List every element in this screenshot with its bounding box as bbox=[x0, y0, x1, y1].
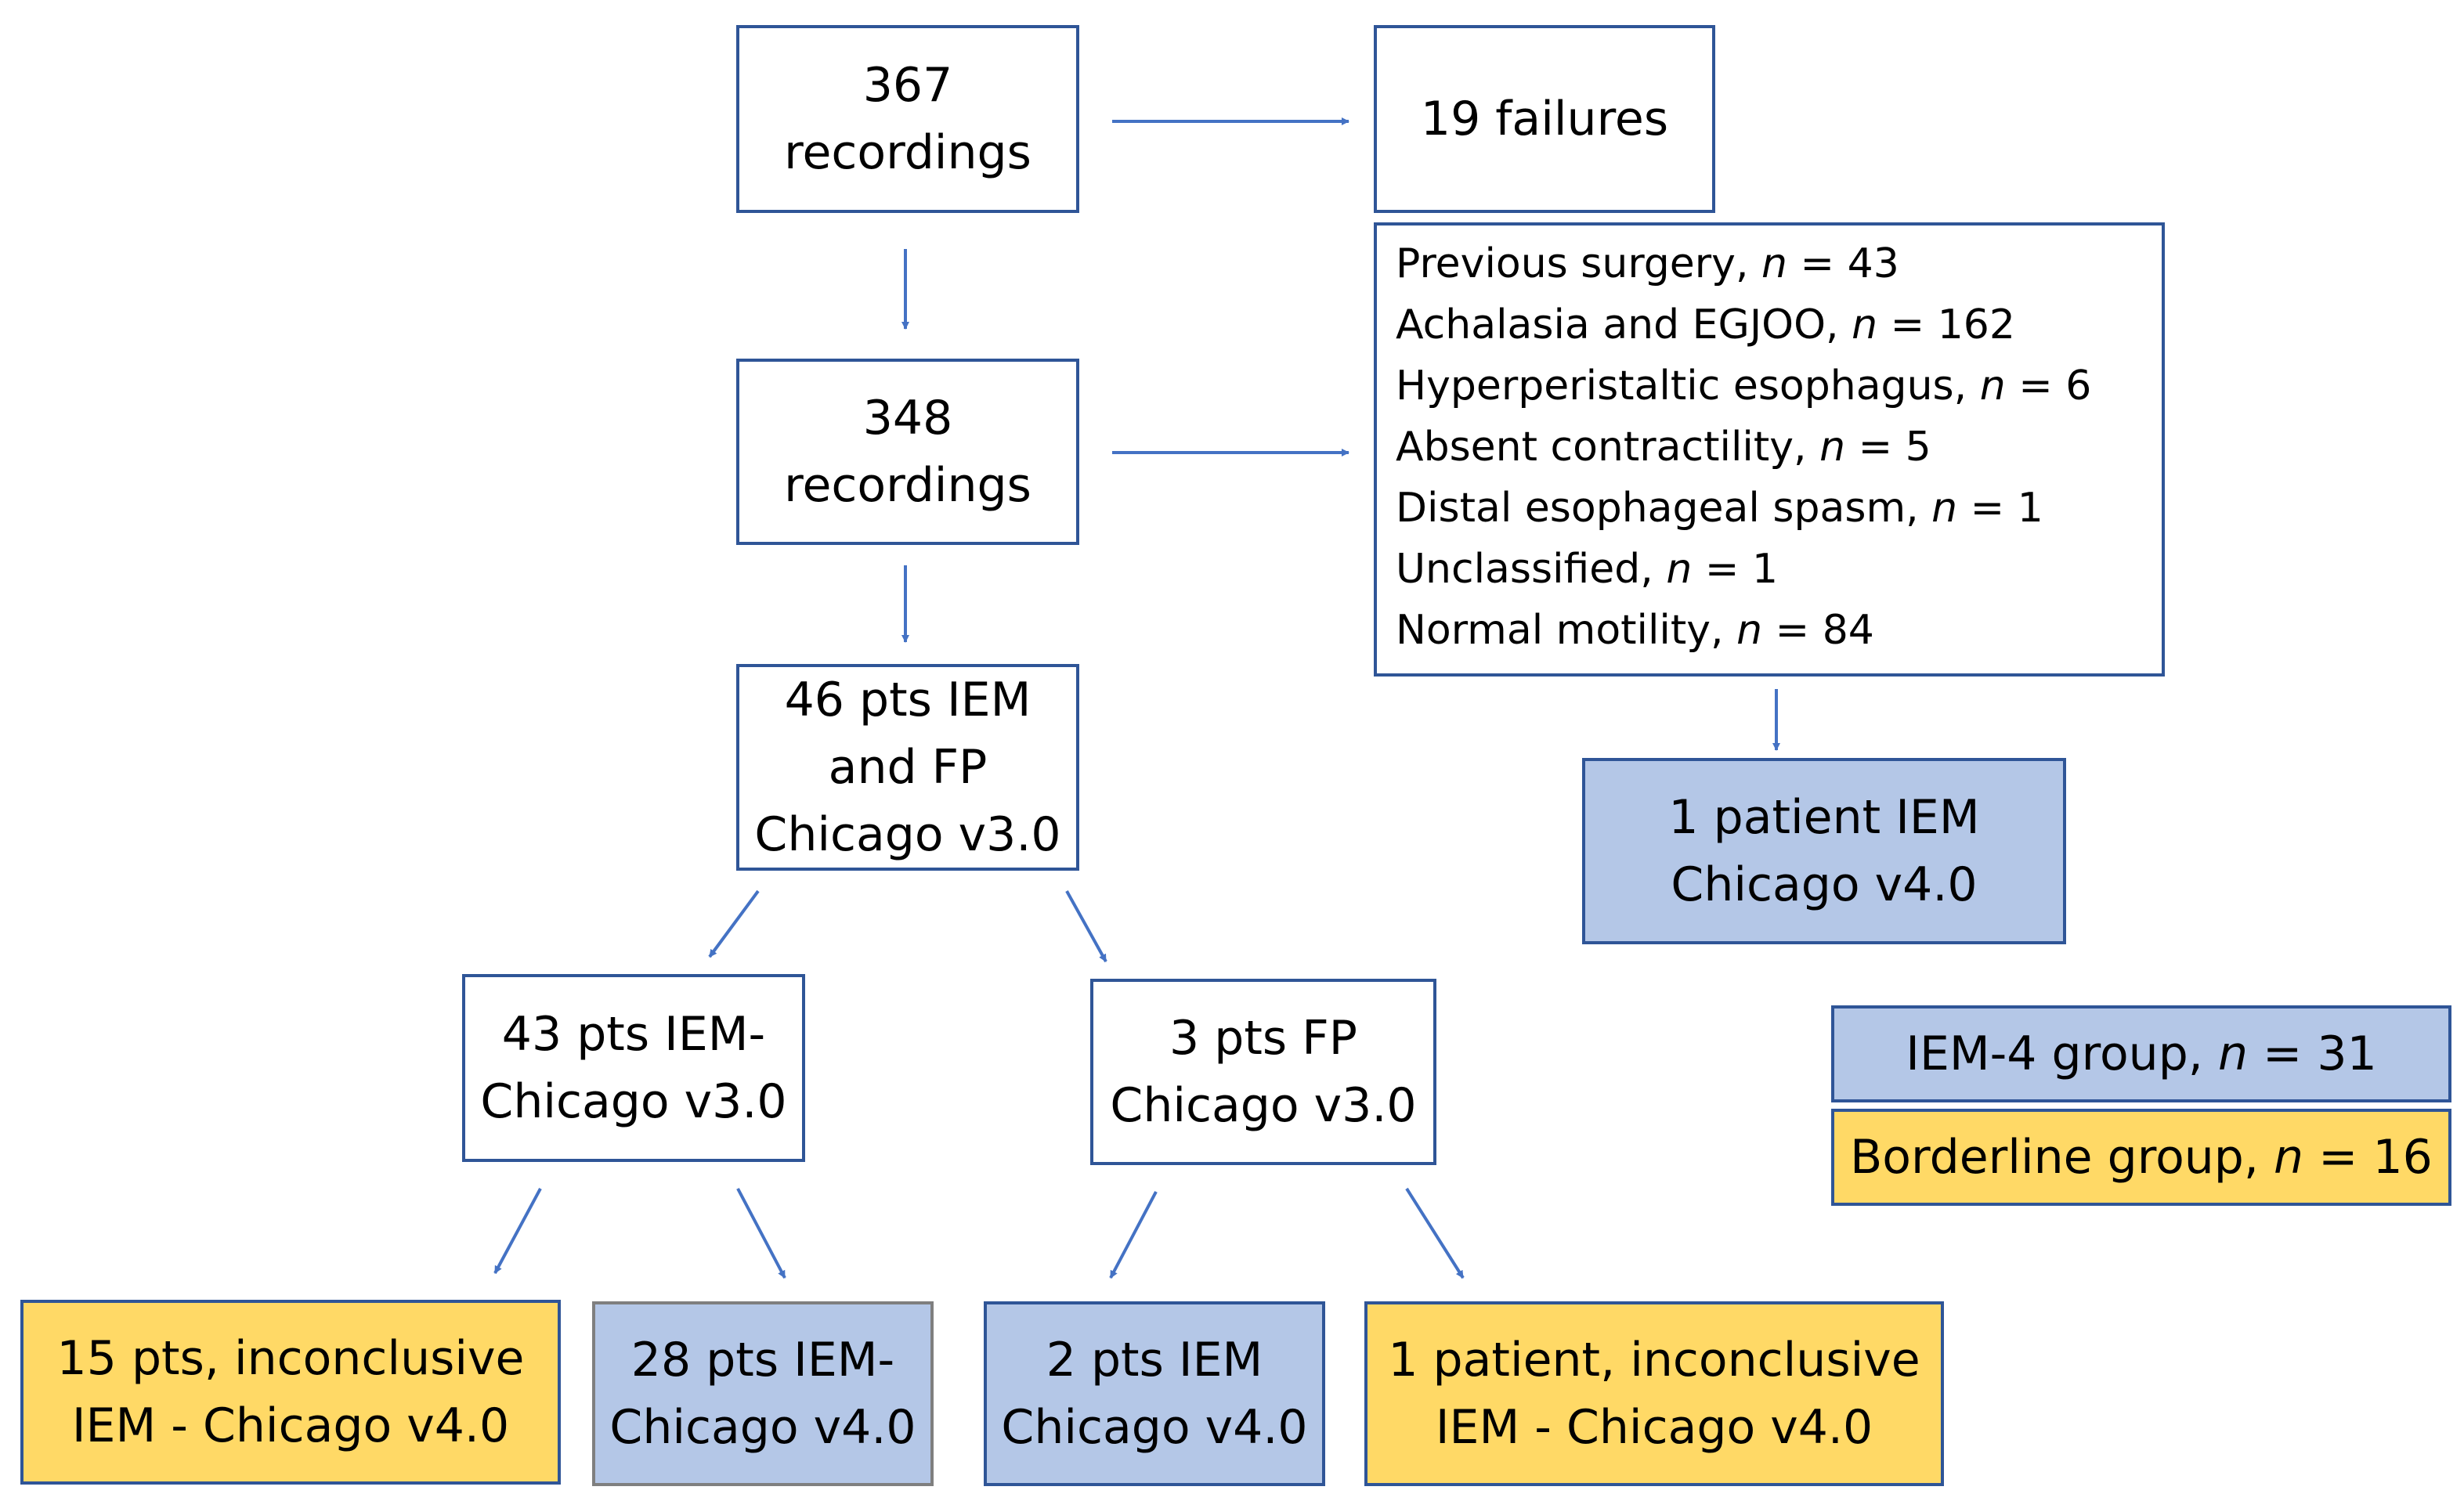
exclusion-row: Hyperperistaltic esophagus, n = 6 bbox=[1396, 363, 2092, 410]
box-failures: 19 failures bbox=[1374, 25, 1715, 213]
box-28-pts-iem: 28 pts IEM-Chicago v4.0 bbox=[592, 1301, 934, 1486]
arrow-46-to-43 bbox=[708, 889, 760, 958]
exclusions-box: Previous surgery, n = 43 Achalasia and E… bbox=[1374, 222, 2165, 677]
arrow-46-to-3 bbox=[1065, 890, 1107, 962]
arrow-43-to-28 bbox=[736, 1188, 786, 1279]
exclusion-row: Distal esophageal spasm, n = 1 bbox=[1396, 485, 2043, 532]
box-43-pts-iem: 43 pts IEM-Chicago v3.0 bbox=[462, 974, 805, 1162]
exclusion-row: Normal motility, n = 84 bbox=[1396, 607, 1874, 654]
arrow-43-to-15 bbox=[493, 1188, 542, 1274]
exclusion-row: Unclassified, n = 1 bbox=[1396, 546, 1779, 593]
arrow-3-to-1inconclusive bbox=[1405, 1187, 1465, 1279]
legend-iem4-group: IEM-4 group, n = 31 bbox=[1831, 1005, 2451, 1102]
arrow-3-to-2 bbox=[1109, 1191, 1158, 1279]
legend-borderline-group: Borderline group, n = 16 bbox=[1831, 1109, 2451, 1206]
exclusion-row: Absent contractility, n = 5 bbox=[1396, 424, 1931, 471]
exclusion-row: Previous surgery, n = 43 bbox=[1396, 240, 1899, 287]
exclusion-row: Achalasia and EGJOO, n = 162 bbox=[1396, 301, 2015, 348]
